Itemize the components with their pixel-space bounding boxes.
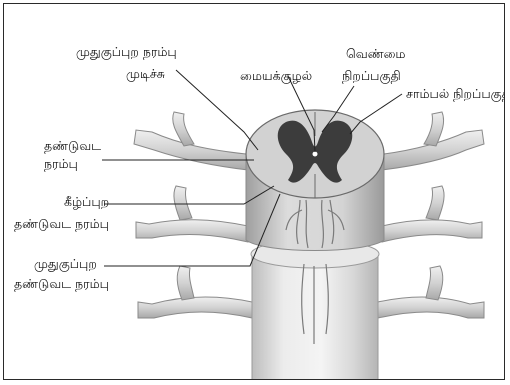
nerve-right-lower-branch <box>426 266 443 300</box>
label-spinal-nerve-line1: தண்டுவட <box>44 138 101 153</box>
central-canal <box>313 152 318 157</box>
label-dorsal-root-line2: தண்டுவட நரம்பு <box>14 276 109 291</box>
nerve-right-lower <box>378 297 484 318</box>
nerve-right-mid <box>382 220 482 242</box>
label-ventral-root-line2: தண்டுவட நரம்பு <box>14 216 109 231</box>
label-dorsal-root-ganglion-line1: முதுகுப்புற நரம்பு <box>76 44 177 59</box>
cord-lower-section <box>252 254 378 380</box>
spinal-nerves-right <box>378 112 484 318</box>
nerve-left-lower <box>138 297 252 318</box>
nerve-left-mid <box>136 220 248 242</box>
label-grey-matter: சாம்பல் நிறப்பகுதி <box>406 86 505 101</box>
nerve-right-upper-branch <box>424 112 444 146</box>
label-white-matter-line1: வெண்மை <box>346 46 406 61</box>
diagram-frame: முதுகுப்புற நரம்பு முடிச்சு மையக்குழல் வ… <box>3 3 505 380</box>
label-spinal-nerve-line2: நரம்பு <box>44 156 78 171</box>
nerve-left-mid-branch <box>174 186 192 220</box>
label-white-matter-line2: நிறப்பகுதி <box>342 68 401 83</box>
nerve-left-lower-branch <box>177 266 194 300</box>
label-central-canal: மையக்குழல் <box>240 68 312 83</box>
label-dorsal-root-line1: முதுகுப்புற <box>34 256 97 271</box>
spinal-cord-illustration <box>4 4 505 380</box>
nerve-right-mid-branch <box>426 186 444 220</box>
nerve-left-upper <box>134 130 248 170</box>
spinal-nerves-left <box>134 112 252 318</box>
label-dorsal-root-ganglion-line2: முடிச்சு <box>126 66 165 81</box>
label-ventral-root-line1: கீழ்ப்புற <box>64 194 109 209</box>
